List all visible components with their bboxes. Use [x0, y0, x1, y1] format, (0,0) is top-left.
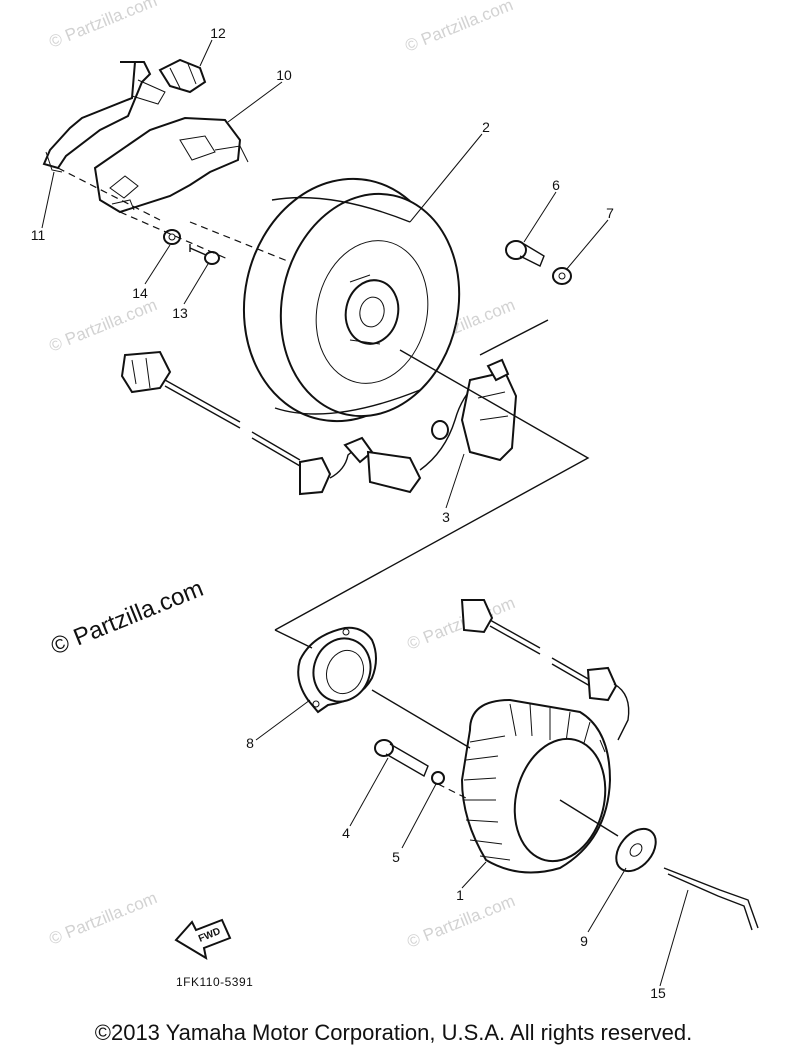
callout-leaders: [41, 39, 689, 987]
part-2-rotor: [242, 177, 461, 423]
part-1-stator: [460, 599, 630, 874]
callout-14: 14: [132, 285, 148, 301]
part-5-washer: [431, 771, 445, 785]
watermark-text: © Partzilla.com: [46, 888, 159, 949]
callout-2: 2: [482, 119, 490, 135]
callout-8: 8: [246, 735, 254, 751]
callout-6: 6: [552, 177, 560, 193]
watermark-layer: © Partzilla.com © Partzilla.com © Partzi…: [46, 0, 517, 952]
part-12-cap: [158, 58, 207, 94]
part-10-switch-assembly: [93, 116, 249, 214]
part-6-bolt: [505, 240, 545, 267]
alignment-lines-lower: [274, 629, 619, 837]
alignment-lines-upper: [57, 167, 590, 631]
part-4-bolt: [374, 739, 429, 778]
callout-labels: 12 10 11 14 13 2 6 7 3 8 4 5 1 9 15: [31, 25, 666, 1001]
copyright-notice: ©2013 Yamaha Motor Corporation, U.S.A. A…: [94, 1020, 693, 1045]
callout-5: 5: [392, 849, 400, 865]
callout-3: 3: [442, 509, 450, 525]
callout-7: 7: [606, 205, 614, 221]
watermark-text: © Partzilla.com: [46, 0, 159, 52]
callout-4: 4: [342, 825, 350, 841]
callout-10: 10: [276, 67, 292, 83]
forward-arrow-icon: FWD: [174, 918, 232, 961]
callout-13: 13: [172, 305, 188, 321]
part-9-washer: [615, 827, 657, 873]
part-8-seal-plate: [297, 626, 377, 714]
callout-9: 9: [580, 933, 588, 949]
part-15-clamp: [663, 867, 759, 931]
callout-11: 11: [31, 227, 46, 243]
watermark-text: © Partzilla.com: [46, 295, 159, 356]
part-13-screw: [189, 244, 220, 265]
callout-1: 1: [456, 887, 464, 903]
part-7-washer: [552, 267, 572, 285]
callout-12: 12: [210, 25, 226, 41]
drawing-code: 1FK110-5391: [176, 975, 253, 989]
callout-15: 15: [650, 985, 666, 1001]
watermark-text: © Partzilla.com: [404, 593, 517, 654]
watermark-text: © Partzilla.com: [402, 0, 515, 56]
watermark-text-main: © Partzilla.com: [47, 575, 207, 661]
